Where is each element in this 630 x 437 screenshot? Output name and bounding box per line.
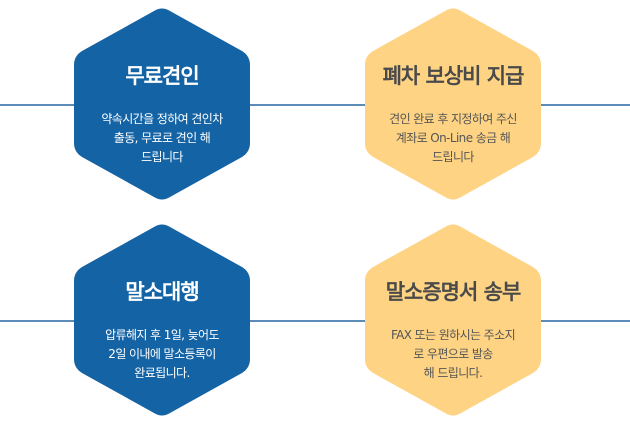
description-line: 드립니다 <box>141 150 183 164</box>
connector-line-top <box>0 104 630 106</box>
service-card-free-towing: 무료견인 약속시간을 정하여 견인차 출동, 무료로 견인 해 드립니다 <box>72 6 252 202</box>
description-line: 출동, 무료로 견인 해 <box>113 131 211 145</box>
description-line: 로 우편으로 발송 <box>413 347 493 361</box>
description-line: FAX 또는 원하시는 주소지 <box>390 328 516 342</box>
service-description: FAX 또는 원하시는 주소지 로 우편으로 발송 해 드립니다. <box>385 326 521 383</box>
hexagon-shape <box>74 224 250 416</box>
description-line: 2일 이내에 말소등록이 <box>108 347 216 361</box>
description-line: 해 드립니다. <box>423 366 483 380</box>
service-title: 무료견인 <box>125 64 199 88</box>
service-description: 압류해지 후 1일, 늦어도 2일 이내에 말소등록이 완료됩니다. <box>94 326 230 383</box>
description-line: 계좌로 On-Line 송금 해 <box>395 131 511 145</box>
connector-line-bottom <box>0 320 630 322</box>
service-title: 말소증명서 송부 <box>385 280 522 304</box>
service-description: 견인 완료 후 지정하여 주신 계좌로 On-Line 송금 해 드립니다 <box>385 110 521 167</box>
hexagon-shape <box>365 224 541 416</box>
service-card-deregistration: 말소대행 압류해지 후 1일, 늦어도 2일 이내에 말소등록이 완료됩니다. <box>72 222 252 418</box>
description-line: 드립니다 <box>432 150 474 164</box>
description-line: 약속시간을 정하여 견인차 <box>101 112 223 126</box>
service-description: 약속시간을 정하여 견인차 출동, 무료로 견인 해 드립니다 <box>94 110 230 167</box>
description-line: 압류해지 후 1일, 늦어도 <box>105 328 219 342</box>
service-title: 폐차 보상비 지급 <box>382 64 525 88</box>
service-title: 말소대행 <box>125 280 199 304</box>
hexagon-shape <box>365 8 541 200</box>
hexagon-shape <box>74 8 250 200</box>
service-card-certificate-delivery: 말소증명서 송부 FAX 또는 원하시는 주소지 로 우편으로 발송 해 드립니… <box>363 222 543 418</box>
service-card-scrap-compensation: 폐차 보상비 지급 견인 완료 후 지정하여 주신 계좌로 On-Line 송금… <box>363 6 543 202</box>
description-line: 완료됩니다. <box>134 366 190 380</box>
description-line: 견인 완료 후 지정하여 주신 <box>389 112 517 126</box>
